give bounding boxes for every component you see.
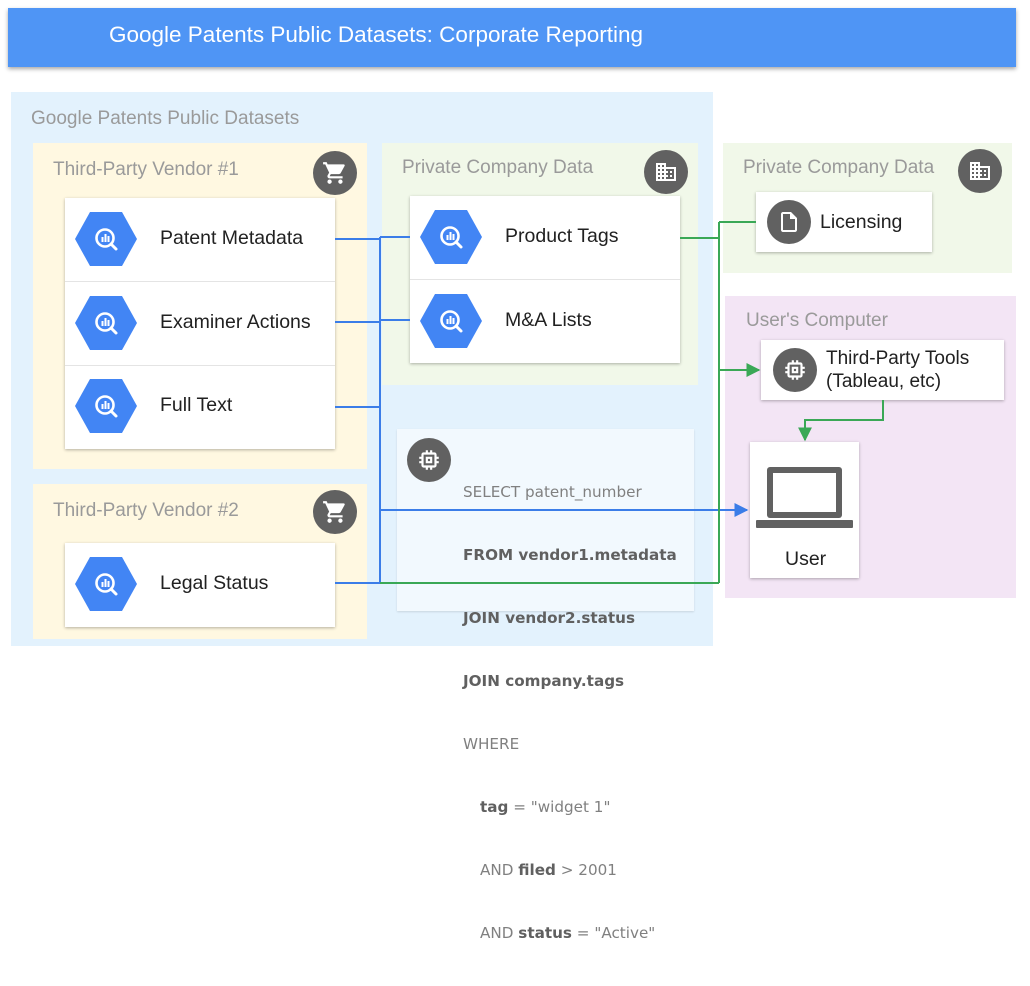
bigquery-hex-icon bbox=[420, 210, 482, 264]
table-label-patent-metadata: Patent Metadata bbox=[160, 227, 304, 249]
licensing-card: Licensing bbox=[756, 192, 932, 252]
sql-line: JOIN vendor2.status bbox=[463, 609, 636, 627]
green-data-lines bbox=[380, 221, 884, 584]
table-label-full-text: Full Text bbox=[160, 394, 233, 416]
row-divider bbox=[410, 279, 680, 280]
licensing-label: Licensing bbox=[820, 211, 903, 233]
blue-data-lines bbox=[335, 236, 749, 584]
third-party-tools-card: Third-Party Tools (Tableau, etc) bbox=[761, 340, 1004, 400]
vendor1-label: Third-Party Vendor #1 bbox=[53, 159, 239, 180]
public-datasets-label: Google Patents Public Datasets bbox=[31, 108, 300, 129]
sql-line: tag = "widget 1" bbox=[480, 798, 611, 816]
laptop-icon bbox=[756, 464, 853, 535]
private-data-center-label: Private Company Data bbox=[402, 157, 594, 178]
vendor2-tables-card: Legal Status bbox=[65, 543, 335, 627]
table-label-legal-status: Legal Status bbox=[160, 572, 269, 594]
sql-line: AND status = "Active" bbox=[480, 924, 656, 942]
table-label-ma-lists: M&A Lists bbox=[505, 309, 592, 331]
row-divider bbox=[65, 365, 335, 366]
users-computer-label: User's Computer bbox=[746, 310, 888, 331]
chip-icon bbox=[407, 438, 451, 482]
connector-lines bbox=[335, 221, 884, 584]
sql-line: FROM vendor1.metadata bbox=[463, 546, 677, 564]
row-divider bbox=[65, 281, 335, 282]
document-icon bbox=[767, 200, 811, 244]
private-data-right-label: Private Company Data bbox=[743, 157, 935, 178]
bigquery-hex-icon bbox=[75, 379, 137, 433]
line-tools-to-user bbox=[798, 400, 884, 442]
user-label: User bbox=[785, 548, 827, 570]
shopping-cart-icon bbox=[313, 490, 357, 534]
sql-line: SELECT patent_number bbox=[463, 483, 642, 501]
bigquery-hex-icon bbox=[75, 296, 137, 350]
sql-line: AND filed > 2001 bbox=[480, 861, 617, 879]
third-party-tools-label: Third-Party Tools (Tableau, etc) bbox=[826, 348, 970, 392]
user-card: User bbox=[750, 442, 859, 578]
vendor2-label: Third-Party Vendor #2 bbox=[53, 500, 239, 521]
shopping-cart-icon bbox=[313, 151, 357, 195]
bigquery-hex-icon bbox=[420, 294, 482, 348]
page-title: Google Patents Public Datasets: Corporat… bbox=[109, 22, 644, 47]
table-label-product-tags: Product Tags bbox=[505, 225, 619, 247]
chip-icon bbox=[773, 348, 817, 392]
vendor1-tables-card: Patent Metadata Examiner Actions Full Te… bbox=[65, 198, 335, 449]
table-label-examiner-actions: Examiner Actions bbox=[160, 311, 311, 333]
title-bar: Google Patents Public Datasets: Corporat… bbox=[8, 8, 1016, 67]
building-icon bbox=[958, 149, 1002, 193]
bigquery-hex-icon bbox=[75, 212, 137, 266]
building-icon bbox=[644, 150, 688, 194]
bigquery-hex-icon bbox=[75, 557, 137, 611]
sql-line: WHERE bbox=[463, 735, 520, 753]
private-tables-card: Product Tags M&A Lists bbox=[410, 196, 680, 363]
sql-line: JOIN company.tags bbox=[463, 672, 625, 690]
